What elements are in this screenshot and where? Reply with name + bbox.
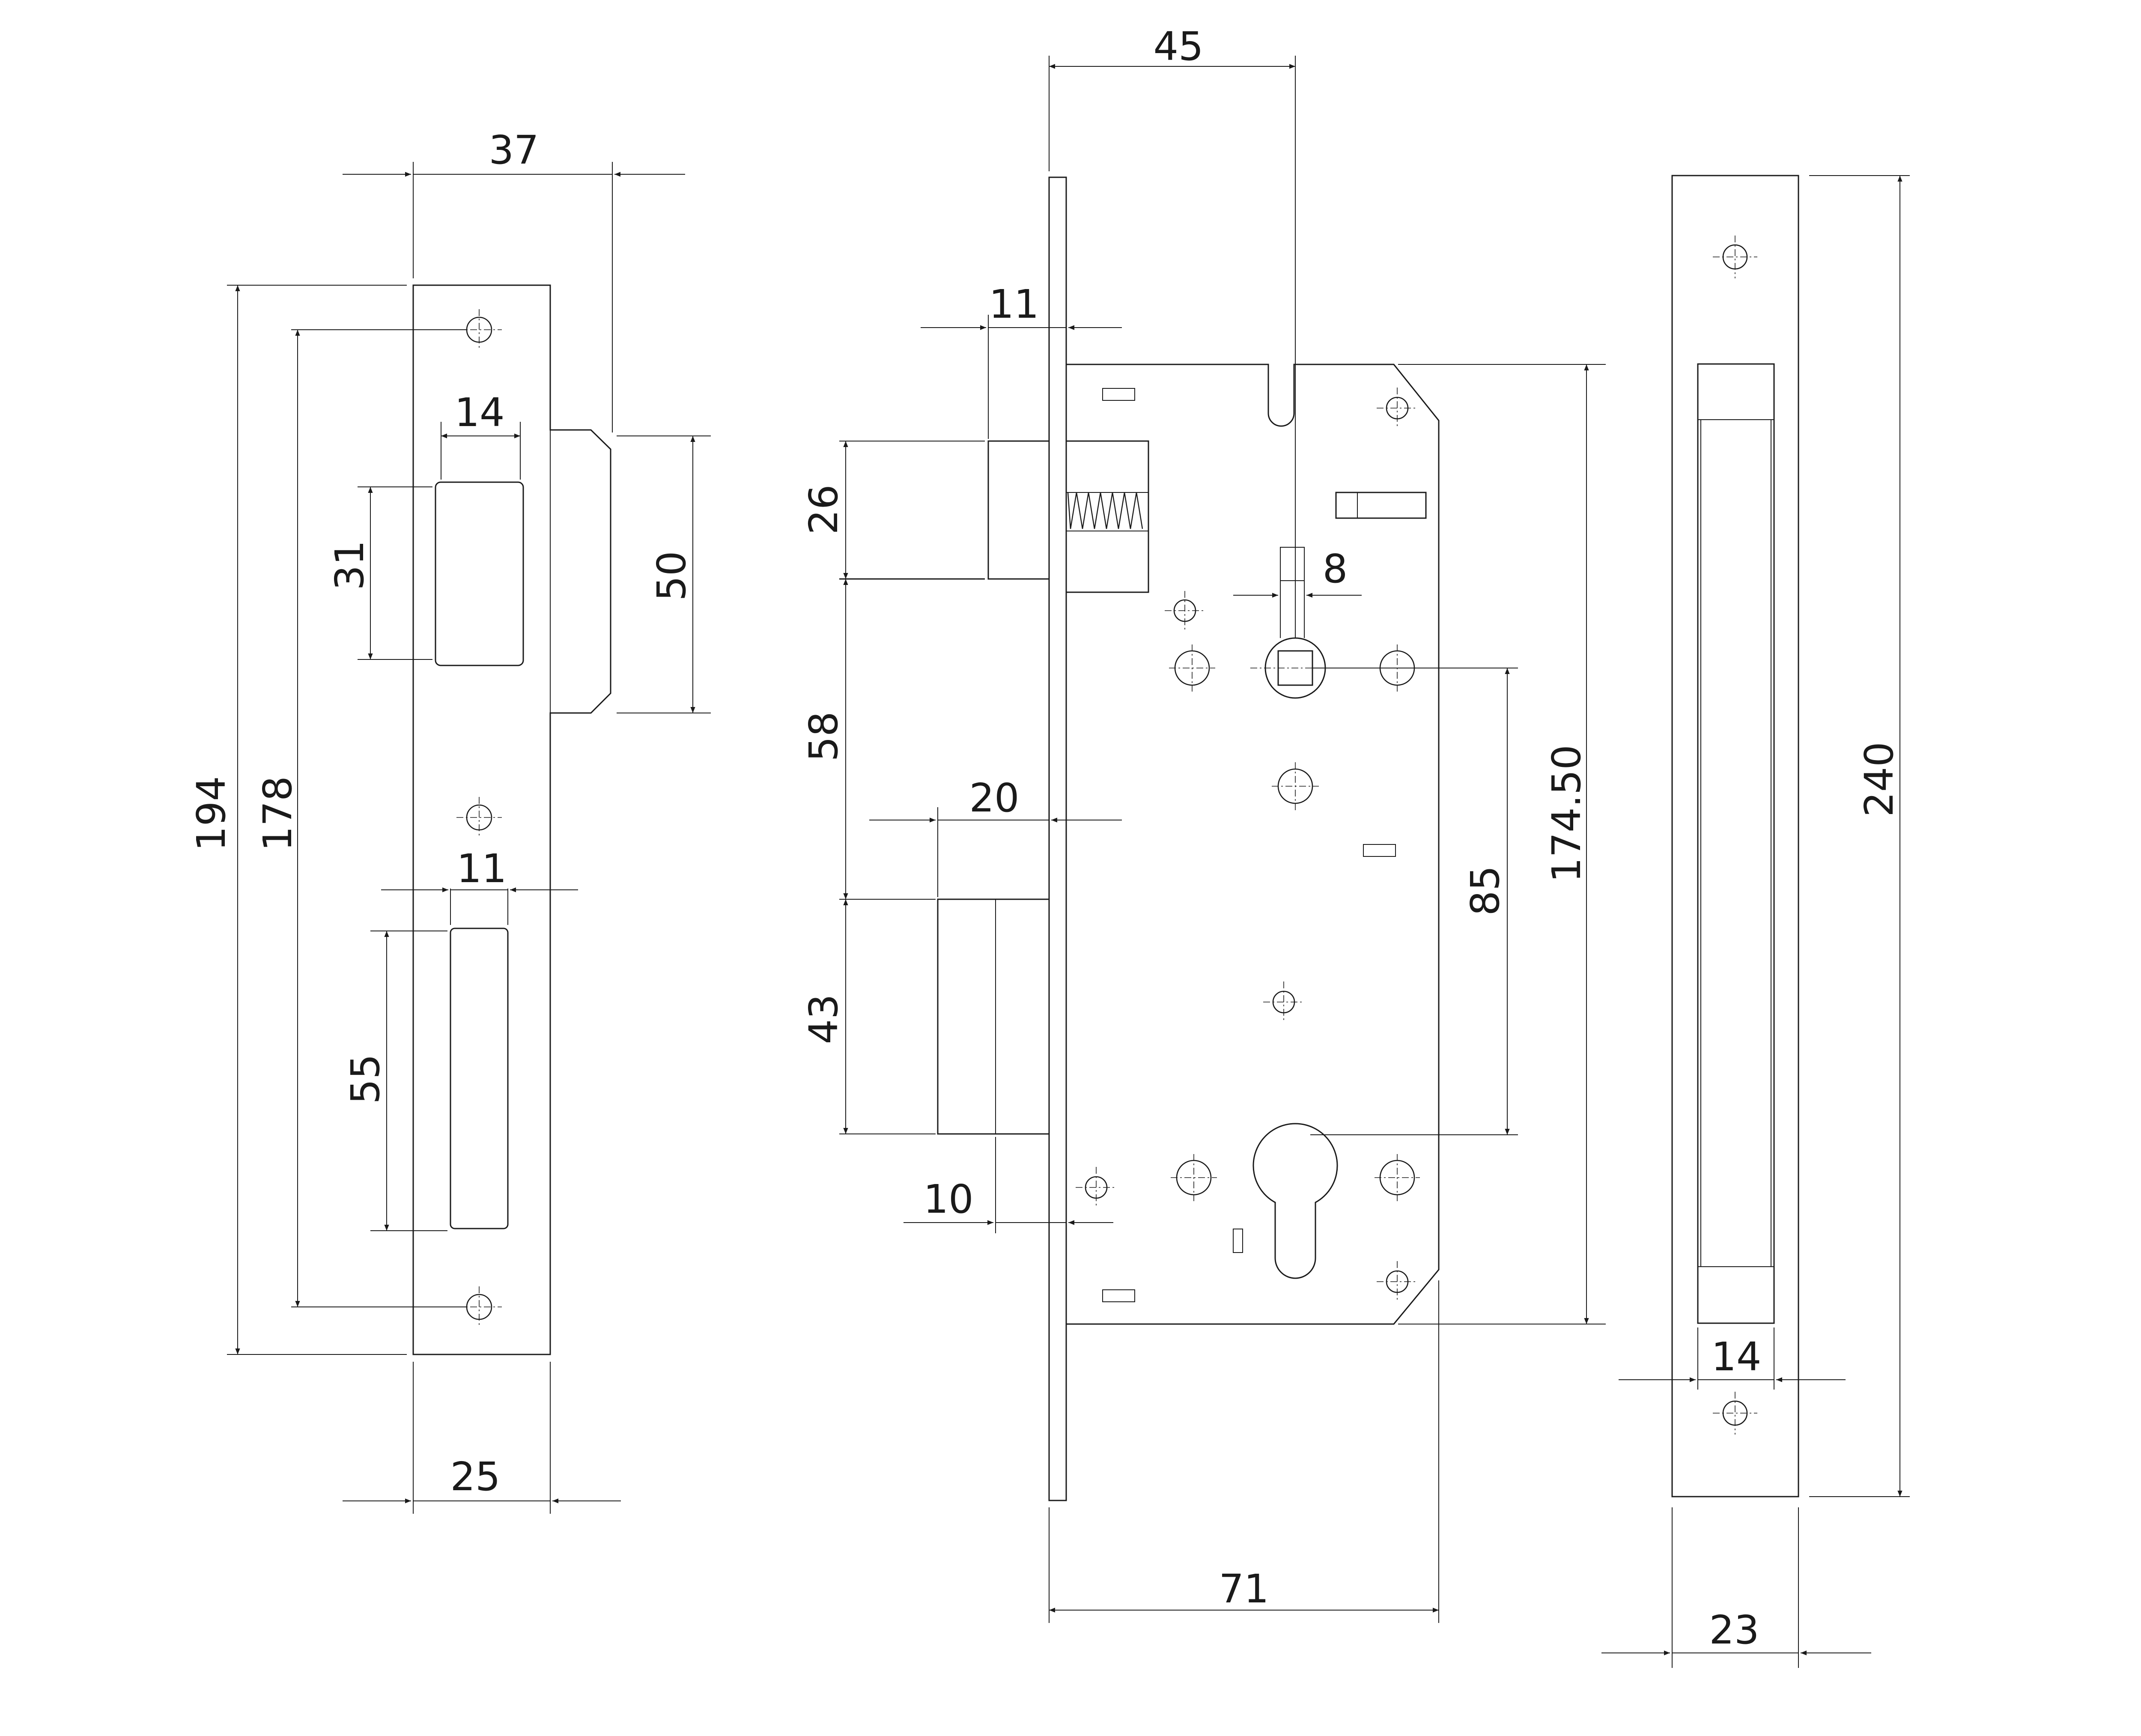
dim-bolt-projection: 20 <box>969 775 1019 821</box>
bolt-opening <box>450 928 509 1229</box>
lock-case-outline <box>1066 364 1440 1325</box>
case-hole-9 <box>1375 1154 1420 1201</box>
case-slot-top <box>1102 388 1135 401</box>
lock-body-view: 45 11 26 58 20 43 10 8 <box>801 24 1606 1623</box>
dim-strike-height-total: 194 <box>188 776 234 851</box>
dim-strike-hole-spacing: 178 <box>255 776 301 851</box>
dim-bolt-height: 43 <box>801 994 847 1044</box>
latch-housing <box>1065 440 1149 593</box>
case-slot-middle <box>1363 844 1396 857</box>
forend-face-outline <box>1671 175 1799 1497</box>
dim-centre-distance: 85 <box>1462 865 1508 916</box>
forend-face-view: 240 14 23 <box>1601 175 1910 1668</box>
forend-slot <box>1697 363 1775 1324</box>
dim-bolt-offset: 10 <box>923 1176 973 1222</box>
strike-plate-outline <box>412 284 611 1355</box>
dim-latch-opening-height: 31 <box>327 540 373 590</box>
dim-strike-lip-height: 50 <box>649 551 695 601</box>
case-slot-bottom <box>1102 1289 1135 1302</box>
dim-forend-slot-width: 14 <box>1711 1334 1761 1380</box>
dim-forend-width: 23 <box>1709 1607 1759 1653</box>
dim-spindle: 8 <box>1323 546 1348 592</box>
case-hole-1 <box>1165 591 1205 630</box>
case-hole-8 <box>1171 1154 1217 1201</box>
strike-plate-view: 37 194 178 14 31 50 11 <box>188 127 711 1514</box>
latch-spring <box>1067 492 1143 529</box>
dim-forend-offset: 11 <box>989 281 1039 327</box>
dim-bolt-opening-height: 55 <box>343 1054 388 1104</box>
dim-latch-opening-width: 14 <box>454 390 504 435</box>
case-hole-2 <box>1169 644 1215 692</box>
case-slot-lower <box>1233 1229 1243 1253</box>
dead-bolt <box>937 898 1050 1135</box>
strike-hole-middle <box>456 797 502 838</box>
dim-strike-plate-width: 25 <box>450 1454 500 1500</box>
latch-bolt <box>987 440 1050 580</box>
dim-backset: 45 <box>1153 24 1203 69</box>
case-hole-10 <box>1377 1261 1417 1302</box>
cylinder-keyhole <box>1252 1123 1338 1279</box>
latch-opening <box>435 481 524 666</box>
case-hole-5 <box>1272 762 1319 810</box>
case-hole-7 <box>1076 1167 1117 1208</box>
case-hole-6 <box>1263 981 1304 1023</box>
dim-case-height: 174.50 <box>1544 745 1589 883</box>
dim-latch-height: 26 <box>801 484 847 534</box>
dim-forend-length: 240 <box>1856 742 1902 817</box>
dim-bolt-opening-width: 11 <box>456 846 507 892</box>
dim-latch-to-bolt: 58 <box>801 711 847 761</box>
dim-strike-width-top: 37 <box>489 127 539 173</box>
forend-hole-top <box>1713 236 1757 278</box>
dim-case-depth: 71 <box>1219 1566 1269 1612</box>
case-hole-4 <box>1377 388 1417 428</box>
forend-hole-bottom <box>1713 1392 1757 1435</box>
lock-forend-plate <box>1048 176 1067 1501</box>
case-slot-right <box>1335 492 1427 519</box>
